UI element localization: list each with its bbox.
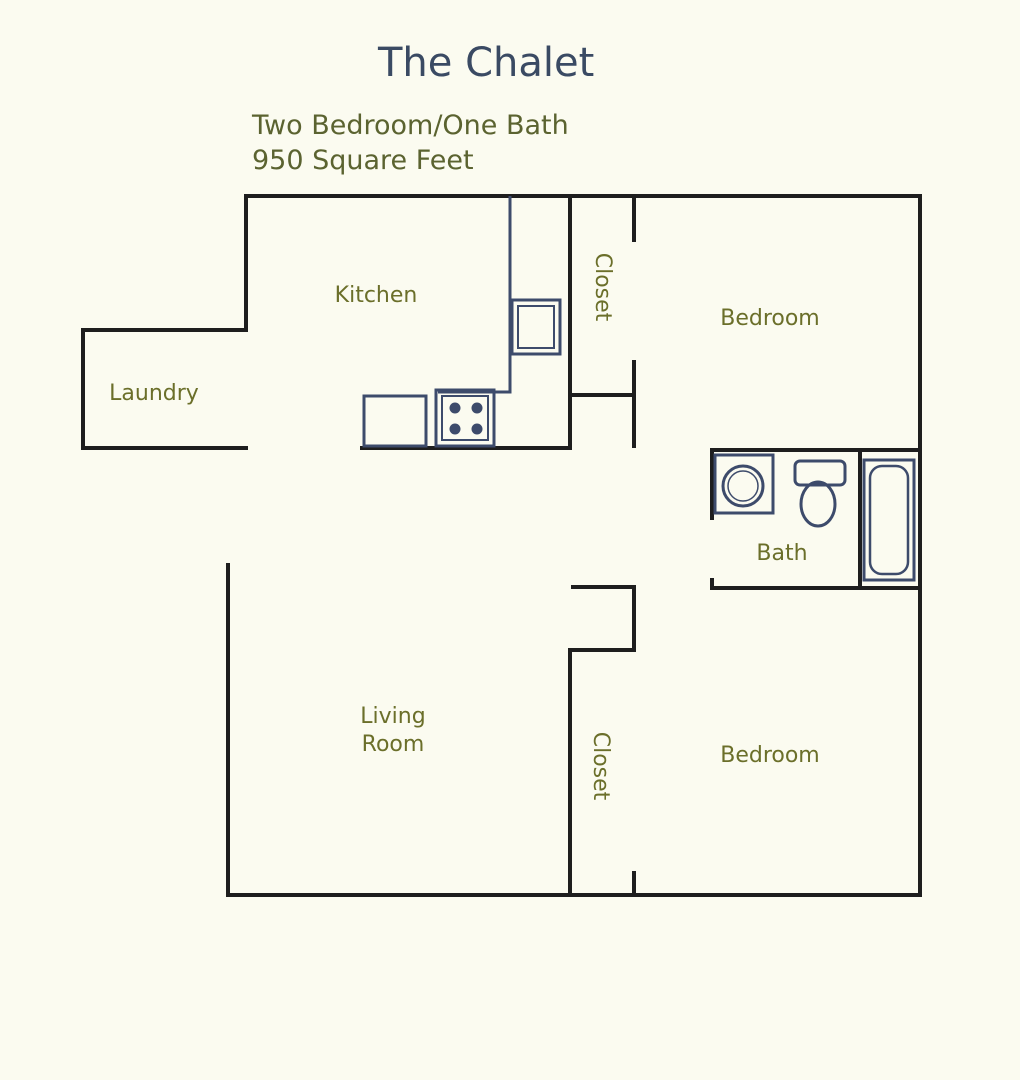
walls — [81, 194, 922, 897]
living-room-label-line1: Living — [360, 704, 425, 729]
closet-top-label: Closet — [590, 253, 615, 322]
kitchen-label: Kitchen — [335, 283, 418, 308]
laundry-label: Laundry — [109, 381, 199, 406]
bedroom-top-label: Bedroom — [720, 306, 820, 331]
plan-title: The Chalet — [378, 40, 595, 86]
bathroom-sink-icon — [713, 453, 775, 515]
toilet-icon — [793, 459, 847, 528]
stove-icon — [434, 388, 496, 448]
plan-subtitle-type: Two Bedroom/One Bath — [252, 110, 569, 141]
bath-label: Bath — [756, 541, 807, 566]
kitchen-sink-icon — [510, 298, 562, 356]
plan-subtitle-area: 950 Square Feet — [252, 145, 474, 176]
closet-bottom-label: Closet — [588, 732, 613, 801]
refrigerator-icon — [362, 394, 428, 448]
living-room-label-line2: Room — [362, 732, 425, 757]
fixtures — [362, 196, 916, 582]
bathtub-icon — [862, 458, 916, 582]
kitchen-counter-icon — [438, 196, 512, 394]
bedroom-bottom-label: Bedroom — [720, 743, 820, 768]
